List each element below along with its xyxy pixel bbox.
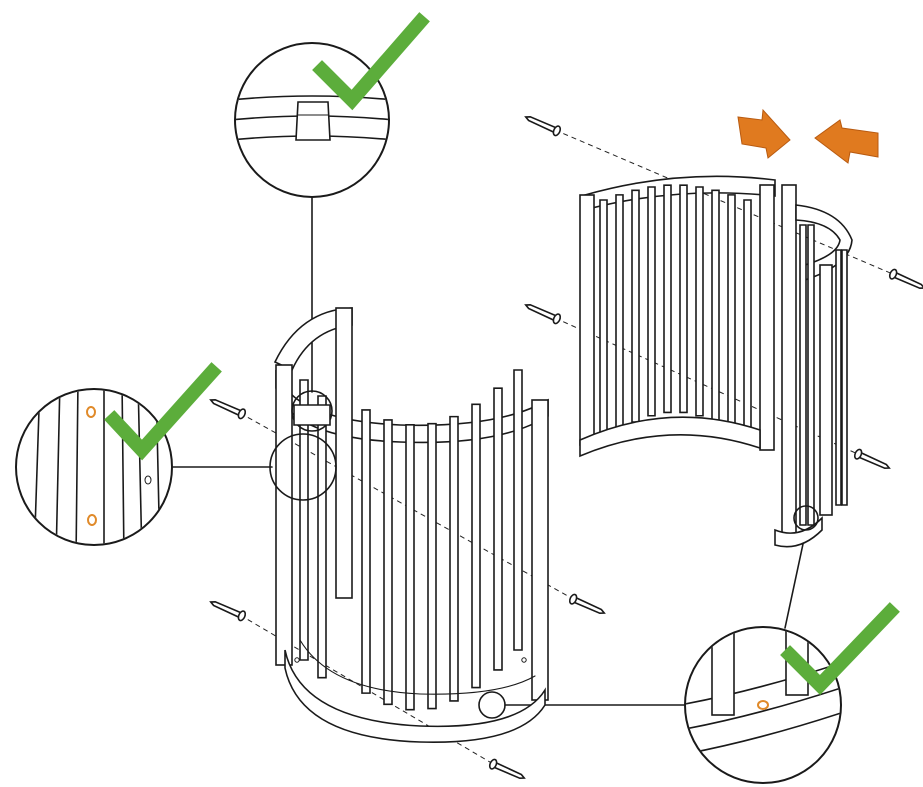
crib-half-back — [579, 175, 853, 548]
zoom-marker-back — [793, 505, 819, 531]
slat — [493, 387, 503, 671]
slat — [317, 395, 327, 679]
screw-icon — [524, 115, 562, 137]
slat — [449, 415, 459, 702]
slat — [383, 419, 393, 706]
slat — [405, 423, 415, 711]
screw-icon — [853, 448, 891, 470]
slat — [663, 184, 672, 414]
zoom-callout-bottom-right — [684, 626, 842, 784]
screw-icon — [888, 268, 923, 290]
slat — [631, 189, 640, 423]
zoom-callout-left — [15, 388, 173, 546]
slat — [743, 199, 752, 441]
slat — [841, 249, 848, 506]
slat — [835, 249, 842, 506]
slat — [471, 403, 481, 689]
screw-icon — [209, 398, 247, 420]
screw-icon — [524, 303, 562, 325]
screw-icon — [568, 593, 606, 615]
zoom-callout-top — [234, 42, 390, 198]
slat — [807, 224, 815, 526]
callout-leaders — [171, 194, 807, 706]
slat — [727, 194, 736, 432]
zoom-marker-side — [269, 433, 337, 501]
crib-half-front — [269, 307, 549, 744]
check-marks — [104, 12, 900, 696]
check-mark-icon — [780, 602, 900, 696]
slat — [599, 199, 608, 441]
slat — [799, 224, 807, 526]
push-arrows — [737, 108, 879, 164]
push-arrow-icon — [814, 119, 879, 164]
screw-icon — [209, 600, 247, 622]
push-arrow-icon — [737, 108, 791, 159]
slat — [299, 379, 309, 661]
slat — [647, 186, 656, 417]
slat — [361, 409, 371, 694]
slat — [711, 189, 720, 423]
slat — [615, 194, 624, 432]
slat — [695, 186, 704, 417]
slat — [679, 184, 688, 414]
screws — [209, 115, 923, 780]
slat — [513, 369, 523, 651]
slat — [427, 422, 437, 710]
check-mark-icon — [312, 12, 430, 111]
screw-icon — [488, 758, 526, 780]
zoom-marker-top — [291, 390, 333, 432]
zoom-marker-bottom — [478, 691, 506, 719]
check-mark-icon — [104, 362, 222, 461]
